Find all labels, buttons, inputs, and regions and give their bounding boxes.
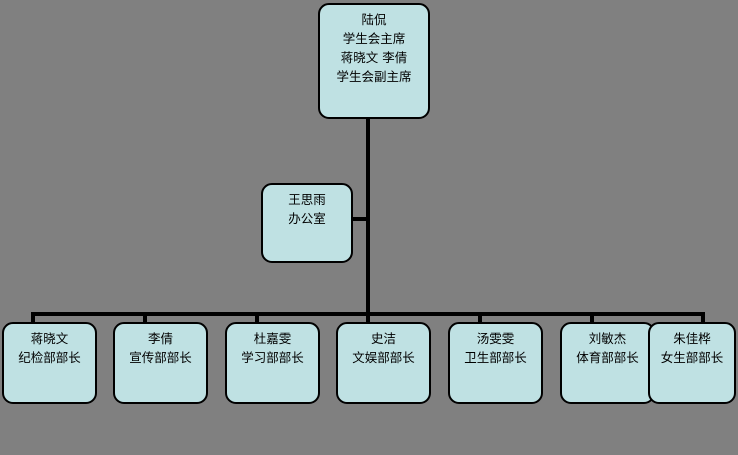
node-chair-line-2: 学生会主席: [342, 31, 406, 46]
node-department-discipline[interactable]: 蒋晓文 纪检部部长: [2, 322, 97, 404]
node-chair-line-1: 陆侃: [361, 12, 387, 27]
node-chair[interactable]: 陆侃 学生会主席 蒋晓文 李倩 学生会副主席: [318, 3, 430, 119]
node-department-girls-title: 女生部部长: [660, 350, 724, 365]
connector-drop-health: [478, 312, 482, 324]
node-department-discipline-title: 纪检部部长: [18, 350, 81, 365]
node-department-girls[interactable]: 朱佳桦 女生部部长: [648, 322, 736, 404]
node-department-study-title: 学习部部长: [241, 350, 304, 365]
node-department-sports-name: 刘敏杰: [588, 331, 627, 346]
connector-drop-publicity: [143, 312, 147, 324]
node-department-sports-title: 体育部部长: [576, 350, 639, 365]
connector-drop-study: [255, 312, 259, 324]
node-department-entertainment-title: 文娱部部长: [352, 350, 415, 365]
node-department-publicity[interactable]: 李倩 宣传部部长: [113, 322, 208, 404]
node-office[interactable]: 王思雨 办公室: [261, 183, 353, 263]
node-department-discipline-name: 蒋晓文: [30, 331, 69, 346]
connector-drop-discipline: [31, 312, 35, 324]
node-chair-line-3: 蒋晓文 李倩: [340, 50, 408, 65]
connector-drop-girls: [701, 312, 705, 324]
node-department-study-name: 杜嘉雯: [253, 331, 292, 346]
connector-chair-trunk: [366, 118, 370, 316]
node-department-girls-name: 朱佳桦: [673, 331, 711, 346]
node-department-health-title: 卫生部部长: [464, 350, 527, 365]
node-department-health-name: 汤雯雯: [476, 331, 515, 346]
node-department-entertainment[interactable]: 史洁 文娱部部长: [336, 322, 431, 404]
node-department-entertainment-name: 史洁: [370, 331, 396, 346]
connector-drop-entertainment: [366, 312, 370, 324]
node-chair-line-4: 学生会副主席: [336, 69, 412, 84]
connector-drop-sports: [590, 312, 594, 324]
connector-office-stub: [351, 217, 368, 221]
node-department-health[interactable]: 汤雯雯 卫生部部长: [448, 322, 543, 404]
node-office-line-1: 王思雨: [288, 192, 326, 207]
node-department-sports[interactable]: 刘敏杰 体育部部长: [560, 322, 655, 404]
node-department-study[interactable]: 杜嘉雯 学习部部长: [225, 322, 320, 404]
node-department-publicity-name: 李倩: [147, 331, 173, 346]
node-office-line-2: 办公室: [288, 211, 326, 226]
node-department-publicity-title: 宣传部部长: [129, 350, 192, 365]
